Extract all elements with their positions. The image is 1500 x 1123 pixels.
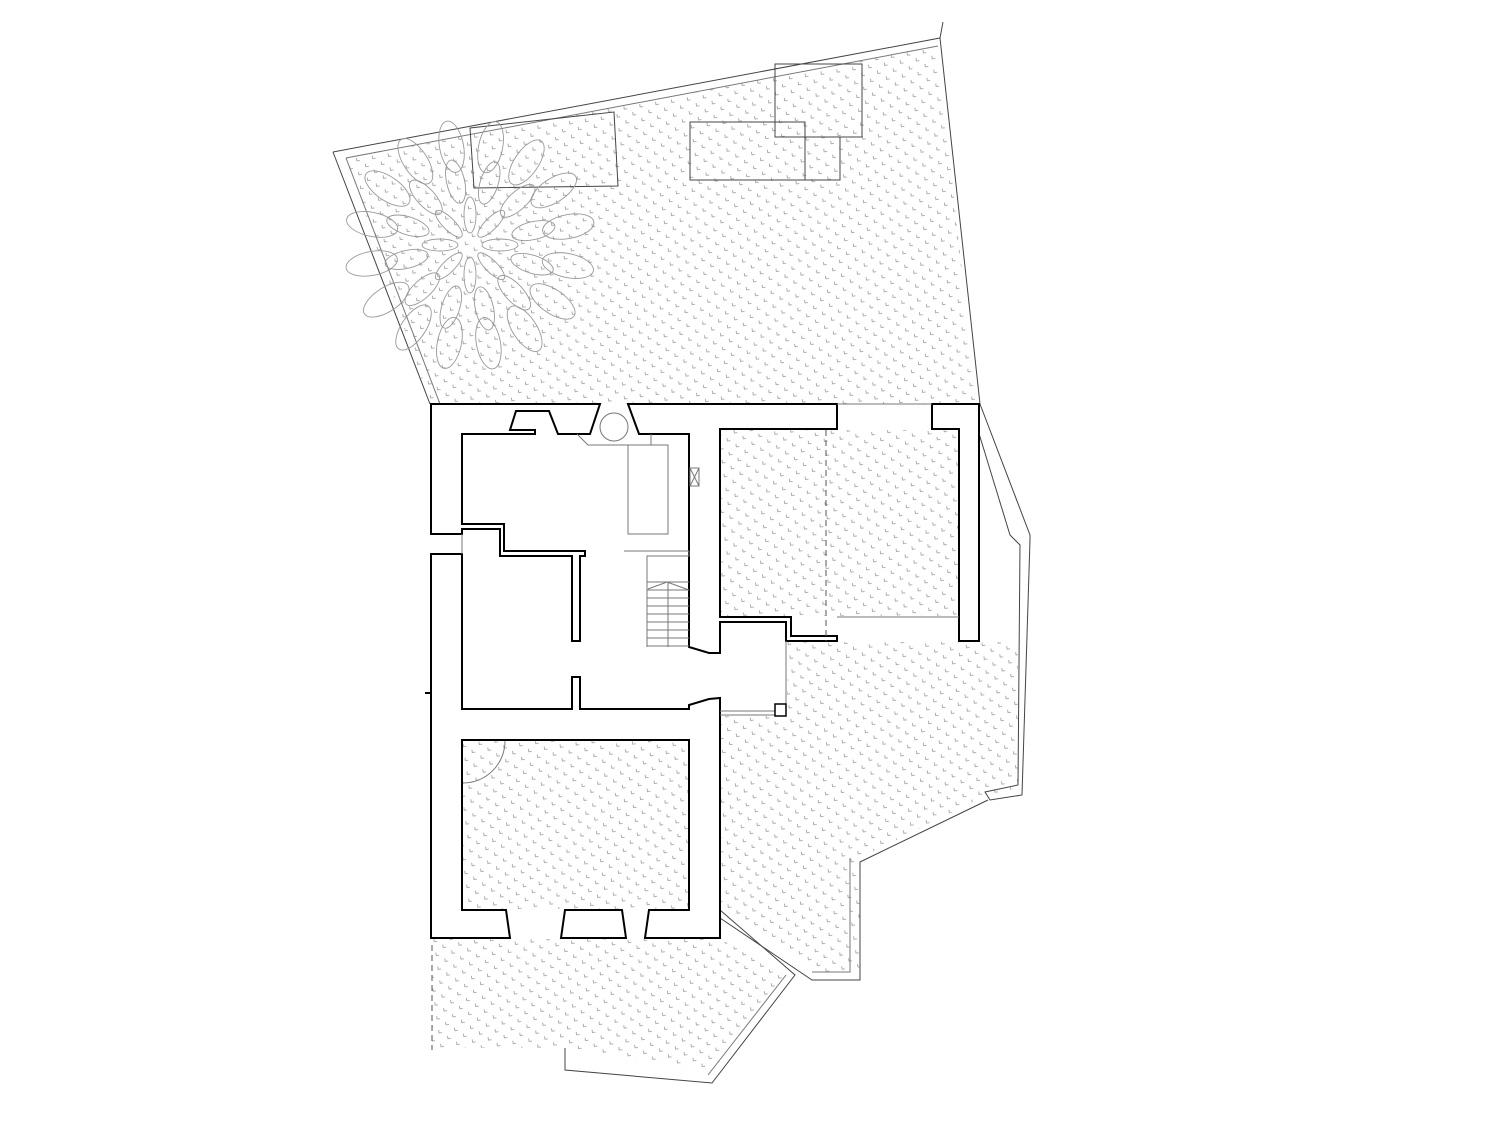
tree-leaf xyxy=(511,220,556,242)
door-swing xyxy=(462,740,506,784)
tree-leaf xyxy=(541,252,594,279)
tree-leaf xyxy=(384,248,429,270)
tree-leaf xyxy=(477,252,506,281)
tree-leaf xyxy=(397,138,434,185)
tree-leaf xyxy=(386,214,430,238)
tree-leaf xyxy=(529,283,576,320)
tree-leaf xyxy=(445,159,467,204)
tree-leaf xyxy=(542,213,595,240)
wall-north-west xyxy=(430,403,602,642)
tree-leaf xyxy=(395,304,432,351)
tree-leaf xyxy=(477,161,501,205)
garden-structures xyxy=(469,63,863,189)
tree-leaf xyxy=(497,274,531,311)
wall-east-wing xyxy=(931,403,980,642)
tree-leaf xyxy=(346,211,399,238)
tree-leaf xyxy=(477,209,506,238)
staircase xyxy=(647,581,689,647)
walls xyxy=(430,403,980,939)
right-room-floor xyxy=(721,430,958,616)
tree-leaf xyxy=(475,317,502,370)
tree-leaf xyxy=(438,120,465,173)
tree-leaf xyxy=(463,196,477,234)
tree-leaf xyxy=(473,286,495,331)
tree-leaf xyxy=(508,139,545,186)
round-window xyxy=(599,412,629,442)
flue xyxy=(689,467,700,487)
tree-leaf xyxy=(439,285,463,329)
tree-leaf xyxy=(363,281,410,318)
tree-leaf xyxy=(463,256,477,294)
tree-leaf xyxy=(506,305,543,352)
tree-symbol xyxy=(345,120,595,370)
front-yard xyxy=(432,939,786,1070)
tree-leaf xyxy=(345,250,398,277)
tree-leaf xyxy=(499,184,536,218)
tree-leaf xyxy=(436,316,463,369)
site-boundary xyxy=(332,21,1031,1084)
shed-left xyxy=(469,111,619,189)
wall-south xyxy=(430,553,721,939)
tree-leaf xyxy=(530,172,577,209)
tree-leaf xyxy=(421,238,459,252)
column xyxy=(774,703,787,717)
tree-leaf xyxy=(434,209,463,238)
side-yard xyxy=(720,642,1018,972)
rear-garden xyxy=(346,46,976,404)
tree-leaf xyxy=(404,272,441,306)
tree-leaf xyxy=(364,170,411,207)
wall-pier xyxy=(559,909,628,939)
wall-north-east xyxy=(626,403,838,654)
tree-leaf xyxy=(477,121,504,174)
interior-details xyxy=(425,403,959,784)
shed-annex xyxy=(804,136,841,181)
tree-leaf xyxy=(481,238,519,252)
counter xyxy=(627,444,669,535)
tree-leaf xyxy=(434,252,463,281)
front-room-floor xyxy=(463,741,688,909)
tree-leaf xyxy=(510,252,554,276)
tree-leaf xyxy=(409,179,443,216)
